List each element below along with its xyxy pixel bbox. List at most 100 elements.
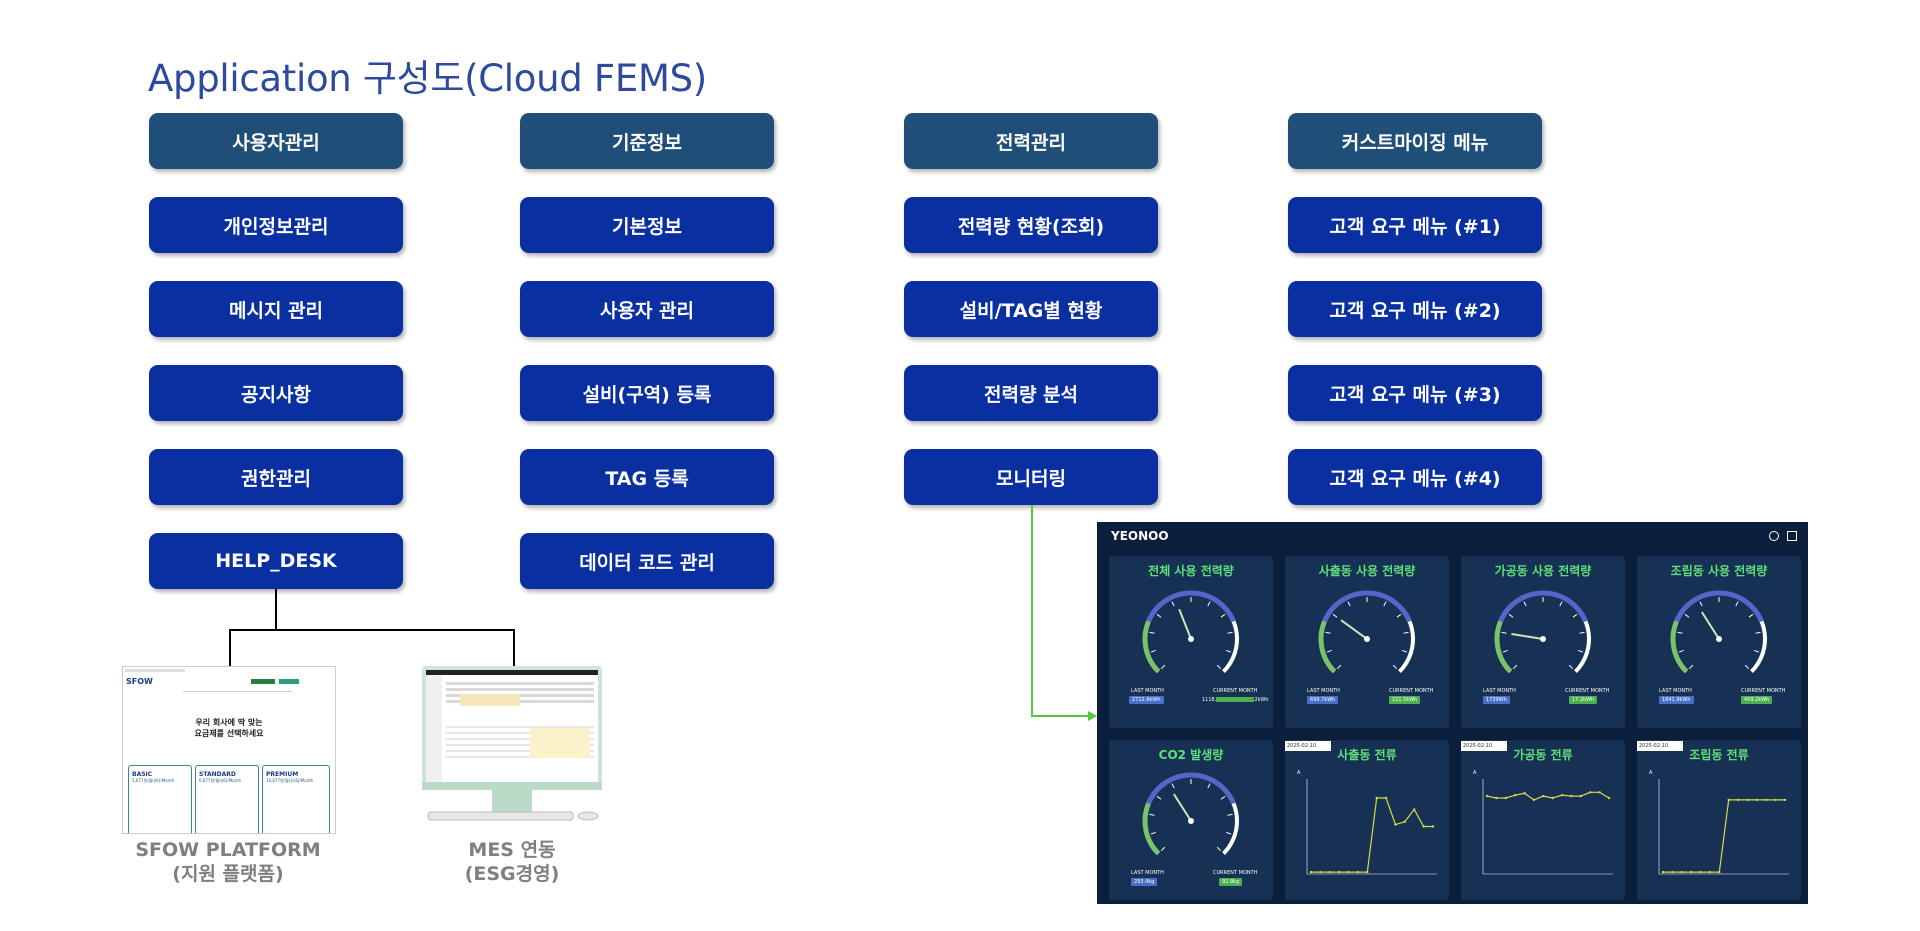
gauge-tick — [1568, 664, 1574, 670]
current-line-chart — [1482, 779, 1613, 875]
current-month-label: CURRENT MONTH — [1741, 688, 1786, 694]
fullscreen-icon[interactable] — [1787, 531, 1797, 541]
gauge-tick — [1754, 649, 1760, 653]
current-series-line — [1663, 799, 1785, 873]
current-month-label: CURRENT MONTH — [1213, 688, 1258, 694]
menu-monitoring[interactable]: 모니터링 — [904, 449, 1158, 505]
gauge-tick — [1171, 783, 1175, 789]
gauge-tick — [1227, 813, 1233, 816]
dashboard-logo: YEONOO — [1111, 529, 1169, 543]
menu-user-admin[interactable]: 사용자 관리 — [520, 281, 774, 337]
gauge-tick — [1699, 601, 1703, 607]
gauge-title: CO2 발생량 — [1158, 748, 1224, 762]
last-month-value: 293.4kg — [1131, 878, 1158, 886]
sfow-caption-line2: (지원 플랫폼) — [172, 863, 284, 885]
current-point — [1504, 796, 1507, 800]
menu-custom-3[interactable]: 고객 요구 메뉴 (#3) — [1288, 365, 1542, 421]
page-title: Application 구성도(Cloud FEMS) — [148, 57, 707, 100]
menu-data-code[interactable]: 데이터 코드 관리 — [520, 533, 774, 589]
unit-label: A — [1473, 770, 1477, 776]
menu-equipment-register[interactable]: 설비(구역) 등록 — [520, 365, 774, 421]
current-point — [1560, 793, 1564, 797]
date-picker[interactable]: 2025-02-10 — [1285, 741, 1331, 751]
plan-price: 16,677원/월($16)/Month — [266, 778, 314, 783]
gauge-tick — [1150, 831, 1156, 835]
menu-basic-info[interactable]: 기본정보 — [520, 197, 774, 253]
gauge-tick — [1383, 601, 1387, 607]
current-point — [1699, 870, 1702, 874]
connector-to-sfow — [229, 629, 231, 667]
current-point — [1551, 796, 1554, 800]
gauge-hub — [1716, 636, 1722, 642]
menu-power-status[interactable]: 전력량 현황(조회) — [904, 197, 1158, 253]
last-month-label: LAST MONTH — [1131, 688, 1164, 694]
gauge-tick — [1402, 649, 1408, 653]
gauge-tick — [1579, 631, 1585, 634]
gauge-tick — [1336, 664, 1342, 670]
current-month-label: CURRENT MONTH — [1389, 688, 1434, 694]
menu-power-analysis[interactable]: 전력량 분석 — [904, 365, 1158, 421]
gauge-tick — [1755, 631, 1761, 634]
current-point — [1765, 798, 1768, 802]
refresh-icon[interactable] — [1769, 531, 1779, 541]
header-user-management[interactable]: 사용자관리 — [149, 113, 403, 169]
gauge-tick — [1347, 601, 1351, 607]
gauge-tick — [1220, 795, 1226, 800]
connector-to-mes — [513, 629, 515, 667]
gauge-arc-blue — [1322, 590, 1412, 623]
header-power-management[interactable]: 전력관리 — [904, 113, 1158, 169]
menu-permission[interactable]: 권한관리 — [149, 449, 403, 505]
header-custom-menu[interactable]: 커스트마이징 메뉴 — [1288, 113, 1542, 169]
gauge-tick — [1227, 631, 1233, 634]
plan-card-standard: STANDARD 6,677원/월($6)/Month — [195, 765, 259, 833]
gauge-tick — [1684, 613, 1690, 618]
current-point — [1413, 808, 1416, 811]
gauge-tick — [1156, 613, 1162, 618]
gauge-chart — [1142, 590, 1239, 674]
menu-custom-1[interactable]: 고객 요구 메뉴 (#1) — [1288, 197, 1542, 253]
current-title: 가공동 전류 — [1513, 748, 1573, 762]
header-base-info[interactable]: 기준정보 — [520, 113, 774, 169]
gauge-panel-injection: 사출동 사용 전력량 LAST MONTH CURRENT MONTH 698.… — [1285, 556, 1449, 728]
current-point — [1579, 794, 1583, 798]
gauge-tick — [1207, 783, 1211, 789]
mes-caption-line1: MES 연동 — [468, 839, 556, 861]
gauge-panel-co2: CO2 발생량 LAST MONTH CURRENT MONTH 293.4kg… — [1109, 740, 1273, 900]
current-point — [1309, 870, 1313, 874]
current-month-label: CURRENT MONTH — [1213, 870, 1258, 876]
menu-custom-2[interactable]: 고객 요구 메뉴 (#2) — [1288, 281, 1542, 337]
gauge-needle — [1701, 611, 1720, 640]
current-point — [1495, 796, 1498, 800]
gauge-tick — [1523, 601, 1527, 607]
menu-message[interactable]: 메시지 관리 — [149, 281, 403, 337]
current-month-value: 459.2kWh — [1741, 696, 1773, 704]
current-point — [1375, 796, 1378, 800]
last-month-value: 1841.9kWh — [1659, 696, 1694, 704]
current-point — [1347, 870, 1350, 874]
menu-custom-4[interactable]: 고객 요구 메뉴 (#4) — [1288, 449, 1542, 505]
connector-monitoring-right — [1031, 715, 1091, 717]
current-point — [1394, 823, 1397, 826]
gauge-hub — [1188, 636, 1194, 642]
date-picker[interactable]: 2025-02-10 — [1461, 741, 1507, 751]
menu-help-desk[interactable]: HELP_DESK — [149, 533, 403, 589]
menu-tag-register[interactable]: TAG 등록 — [520, 449, 774, 505]
gauge-arc-green — [1142, 620, 1161, 674]
current-panel-assembly: 2025-02-10 조립동 전류 A — [1637, 740, 1801, 900]
gauge-chart — [1670, 590, 1767, 674]
sfow-topbar — [125, 669, 185, 672]
menu-equipment-tag-status[interactable]: 설비/TAG별 현황 — [904, 281, 1158, 337]
connector-monitoring-down — [1031, 505, 1033, 716]
current-point — [1328, 870, 1331, 874]
current-point — [1598, 791, 1601, 794]
current-month-label: CURRENT MONTH — [1565, 688, 1610, 694]
date-picker[interactable]: 2025-02-10 — [1637, 741, 1683, 751]
current-point — [1403, 820, 1407, 823]
current-point — [1708, 870, 1712, 874]
menu-notice[interactable]: 공지사항 — [149, 365, 403, 421]
gauge-tick — [1326, 649, 1332, 653]
current-title: 조립동 전류 — [1689, 748, 1749, 762]
menu-personal-info[interactable]: 개인정보관리 — [149, 197, 403, 253]
current-month-value: 1118.2kWh — [1199, 696, 1272, 704]
current-line-chart — [1306, 779, 1437, 875]
